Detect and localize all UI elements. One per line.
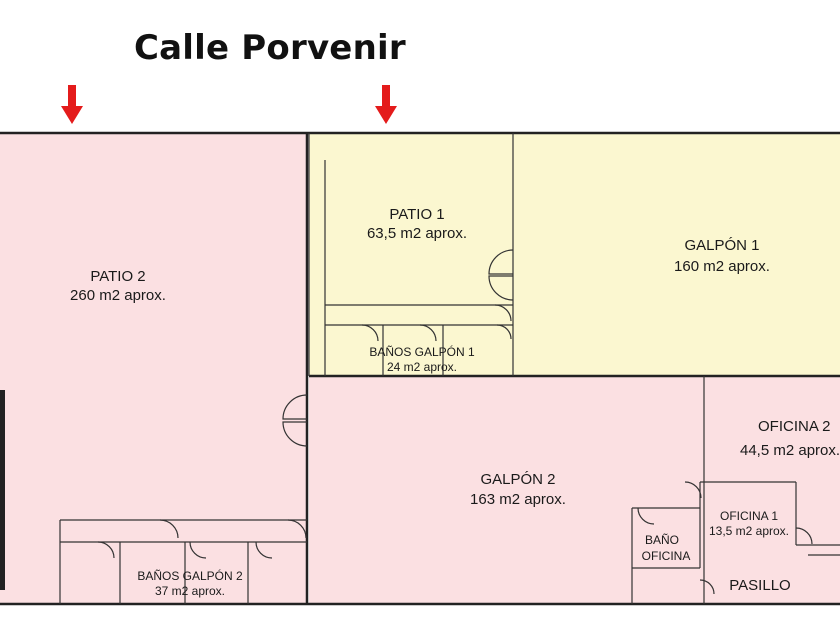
oficina1-area-label: 13,5 m2 aprox. bbox=[709, 524, 789, 538]
banos-galpon1-area-label: 24 m2 aprox. bbox=[387, 360, 457, 374]
left-edge-wall bbox=[0, 390, 5, 590]
oficina2-area-label: 44,5 m2 aprox. bbox=[740, 442, 840, 459]
galpon1-area-label: 160 m2 aprox. bbox=[674, 258, 770, 275]
outer-walls bbox=[0, 131, 840, 606]
door-swing-icon bbox=[97, 249, 813, 595]
oficina1-name: OFICINA 1 bbox=[720, 509, 778, 523]
entrance-arrow-icon bbox=[375, 85, 397, 124]
patio2-area bbox=[0, 134, 307, 604]
inner-walls bbox=[59, 133, 840, 604]
patio2-name: PATIO 2 bbox=[90, 268, 145, 285]
galpon2-area bbox=[309, 377, 840, 604]
pasillo-name: PASILLO bbox=[729, 577, 790, 594]
bano-oficina-name-line2: OFICINA bbox=[642, 549, 691, 563]
patio1-name: PATIO 1 bbox=[389, 206, 444, 223]
banos-galpon2-area-label: 37 m2 aprox. bbox=[155, 584, 225, 598]
patio1-area-label: 63,5 m2 aprox. bbox=[367, 225, 467, 242]
galpon2-area-label: 163 m2 aprox. bbox=[470, 491, 566, 508]
oficina2-name: OFICINA 2 bbox=[758, 418, 831, 435]
patio2-area-label: 260 m2 aprox. bbox=[70, 287, 166, 304]
galpon1-name: GALPÓN 1 bbox=[684, 237, 759, 254]
galpon1-area bbox=[513, 134, 840, 375]
banos-galpon1-name: BAÑOS GALPÓN 1 bbox=[369, 344, 475, 359]
patio1-area bbox=[309, 134, 513, 375]
bano-oficina-name-line1: BAÑO bbox=[645, 533, 679, 547]
galpon2-name: GALPÓN 2 bbox=[480, 471, 555, 488]
banos-galpon2-name: BAÑOS GALPÓN 2 bbox=[137, 568, 243, 583]
entrance-arrow-icon bbox=[61, 85, 83, 124]
street-title: Calle Porvenir bbox=[134, 28, 406, 68]
